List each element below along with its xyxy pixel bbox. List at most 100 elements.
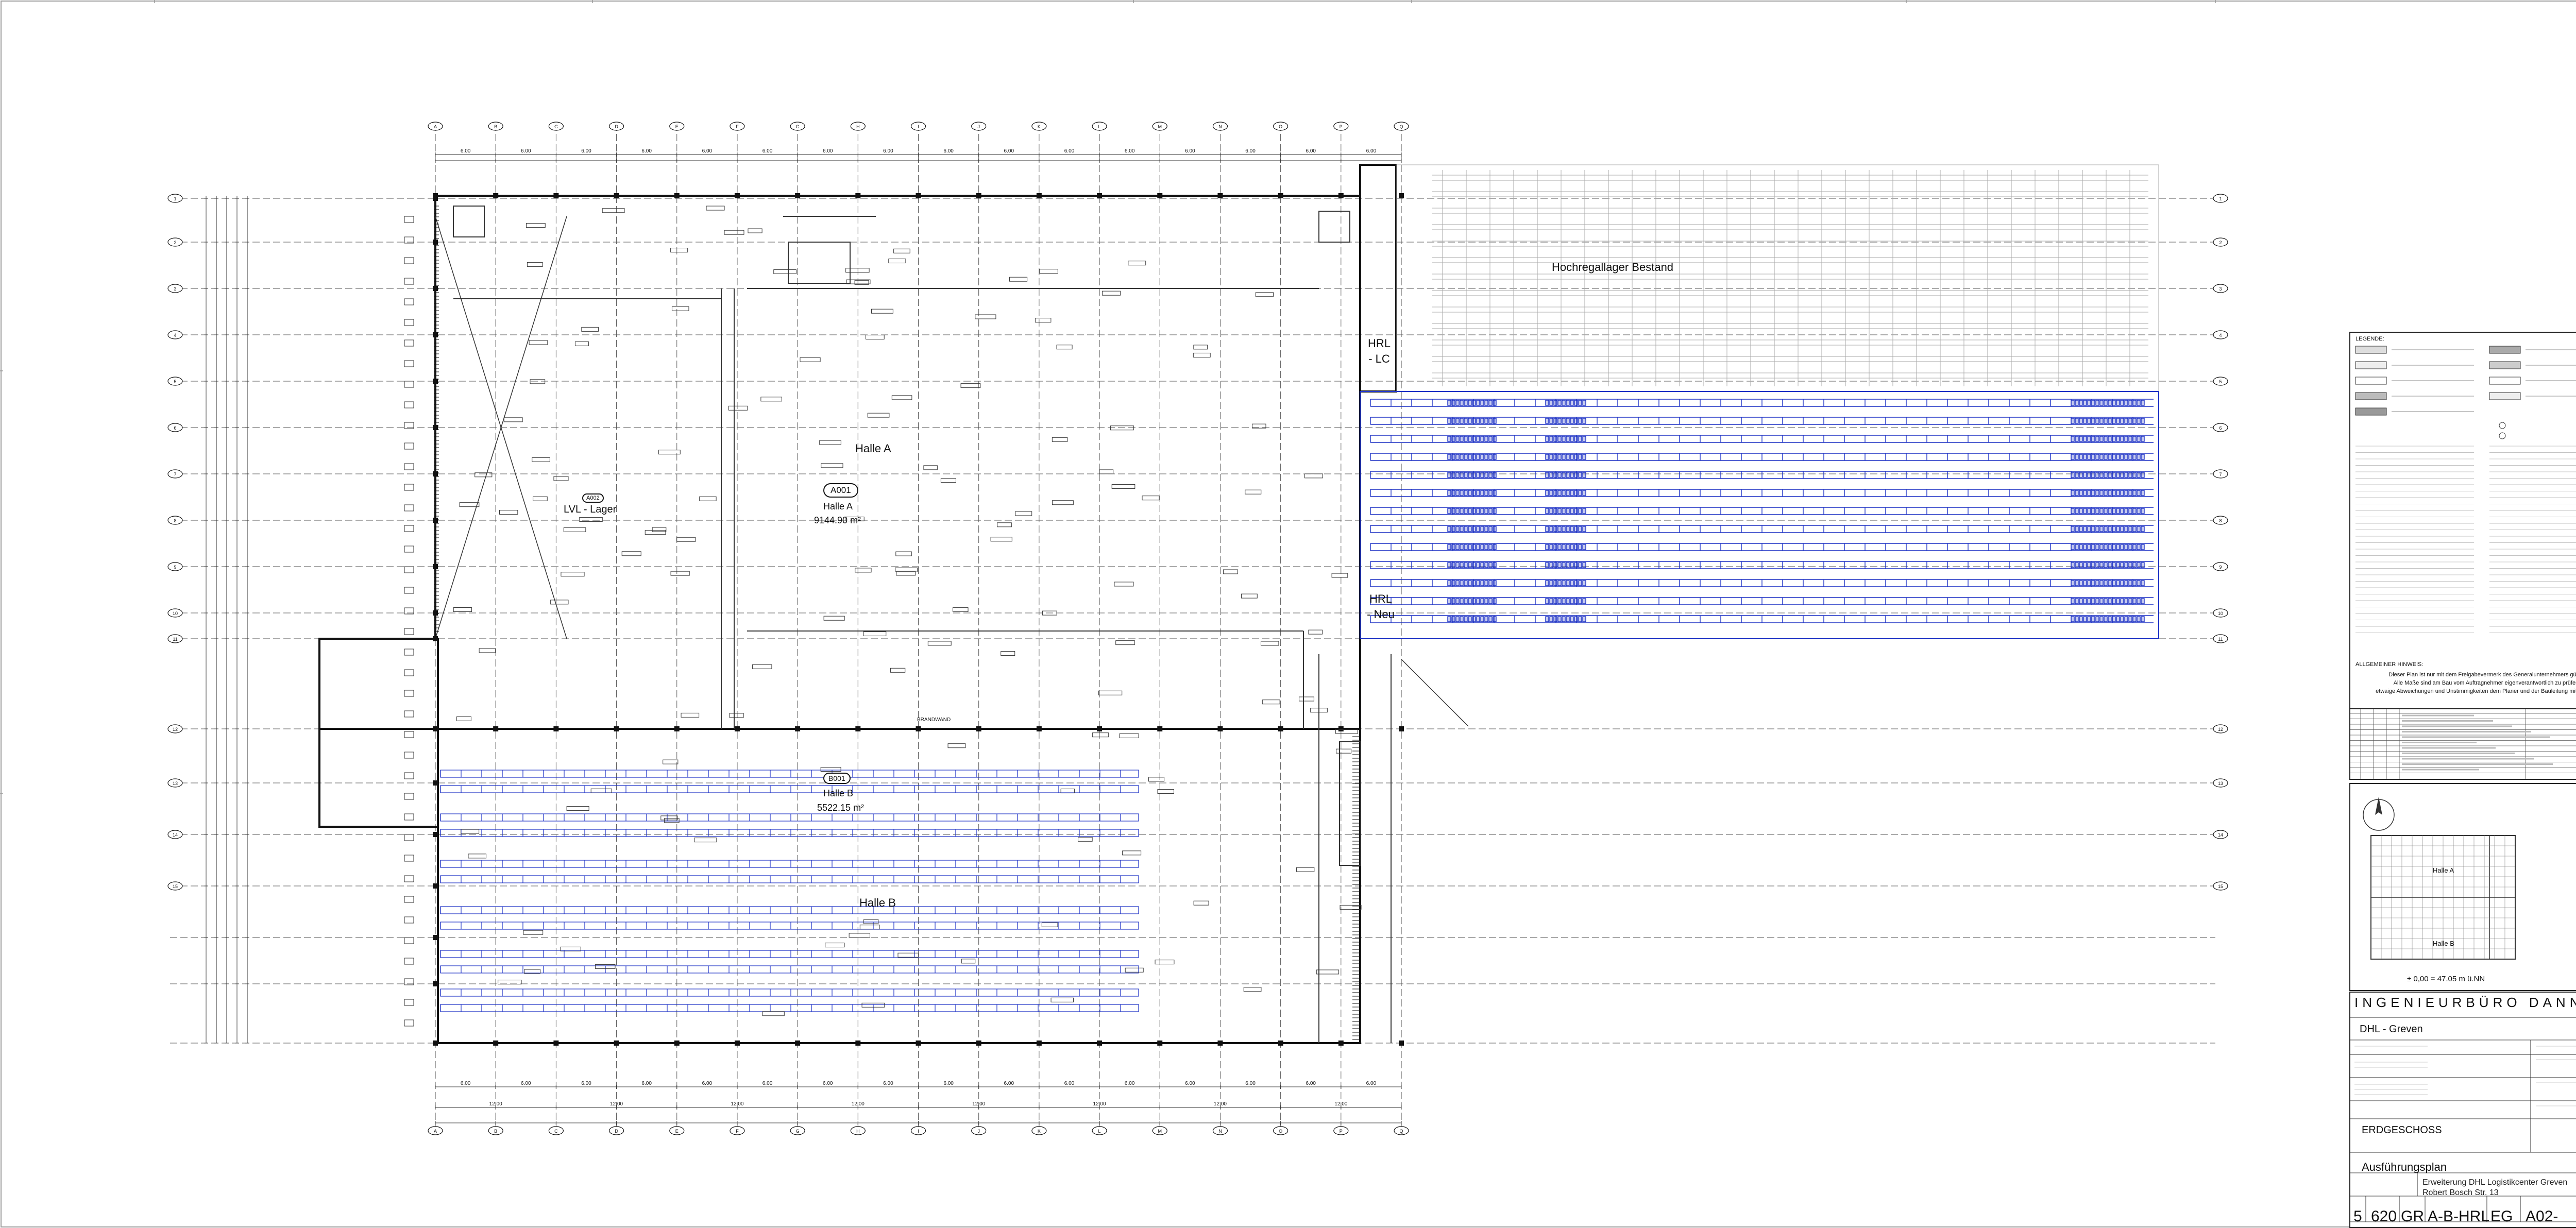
svg-text:I: I [918, 124, 919, 129]
revision-grid [2350, 709, 2576, 779]
svg-text:6.00: 6.00 [883, 1081, 893, 1086]
svg-text:6.00: 6.00 [883, 148, 893, 154]
svg-text:11: 11 [173, 637, 177, 642]
svg-text:D: D [615, 124, 618, 129]
key-plan: Halle A Halle B ± 0,00 = 47.05 m ü.NN [2349, 783, 2576, 991]
hrl-lc-label: HRL - LC [1367, 337, 1391, 365]
svg-text:12.00: 12.00 [610, 1101, 623, 1107]
svg-text:6.00: 6.00 [1306, 1081, 1316, 1086]
svg-text:6.00: 6.00 [1245, 1081, 1256, 1086]
svg-text:B: B [494, 1129, 497, 1134]
svg-text:12.00: 12.00 [852, 1101, 865, 1107]
svg-text:1: 1 [174, 196, 176, 201]
halle-a-name: Halle A [823, 501, 853, 511]
svg-text:A: A [434, 1129, 437, 1134]
svg-text:6.00: 6.00 [581, 1081, 591, 1086]
svg-text:E: E [675, 1129, 679, 1134]
svg-text:10: 10 [2218, 611, 2223, 616]
svg-text:6.00: 6.00 [702, 148, 713, 154]
svg-text:J: J [977, 124, 980, 129]
halle-b-label: Halle B [859, 896, 896, 909]
svg-text:12.00: 12.00 [489, 1101, 502, 1107]
svg-text:6.00: 6.00 [1185, 1081, 1195, 1086]
svg-text:F: F [736, 124, 739, 129]
svg-text:2: 2 [2219, 240, 2222, 245]
svg-text:6.00: 6.00 [641, 148, 652, 154]
svg-text:6.00: 6.00 [1185, 148, 1195, 154]
svg-text:6: 6 [174, 425, 176, 431]
svg-text:4: 4 [2219, 333, 2222, 338]
svg-text:12: 12 [2218, 727, 2223, 732]
svg-text:6.00: 6.00 [461, 1081, 471, 1086]
svg-text:M: M [1158, 124, 1162, 129]
svg-text:6.00: 6.00 [943, 148, 954, 154]
plan-address: Robert Bosch Str. 13 [2422, 1188, 2499, 1197]
svg-text:H: H [856, 1129, 860, 1134]
svg-text:B: B [494, 124, 497, 129]
notes-title: ALLGEMEINER HINWEIS: [2355, 661, 2424, 668]
revision-table [2349, 708, 2576, 780]
svg-text:6: 6 [2219, 425, 2222, 431]
notes-line-2: Alle Maße sind am Bau vom Auftragnehmer … [2393, 680, 2576, 686]
code-building: A-B-HRL [2428, 1208, 2490, 1225]
title-block: INGENIEURBÜRO DANNENBERG [2349, 992, 2576, 1228]
svg-text:6.00: 6.00 [1064, 1081, 1075, 1086]
svg-text:P: P [1340, 1129, 1343, 1134]
svg-text:6.00: 6.00 [1306, 148, 1316, 154]
svg-text:Q: Q [1399, 124, 1403, 129]
svg-text:9: 9 [174, 565, 176, 570]
code-level: EG [2490, 1208, 2513, 1225]
svg-text:F: F [736, 1129, 739, 1134]
svg-text:3: 3 [174, 286, 176, 292]
legend-title: LEGENDE: [2355, 336, 2384, 342]
svg-text:5: 5 [174, 379, 176, 384]
code-gr: GR [2401, 1208, 2424, 1225]
svg-text:6.00: 6.00 [762, 1081, 773, 1086]
svg-text:C: C [554, 124, 558, 129]
keyplan-halle-b: Halle B [2433, 940, 2454, 947]
firm-name: INGENIEURBÜRO DANNENBERG [2354, 995, 2576, 1010]
svg-text:12.00: 12.00 [731, 1101, 743, 1107]
svg-text:G: G [796, 124, 800, 129]
svg-text:2: 2 [174, 240, 176, 245]
notes-line-3: etwaige Abweichungen und Unstimmigkeiten… [2376, 688, 2576, 694]
svg-text:Q: Q [1399, 1129, 1403, 1134]
svg-text:6.00: 6.00 [1366, 148, 1377, 154]
svg-text:14: 14 [2218, 832, 2223, 838]
svg-text:9: 9 [2219, 565, 2222, 570]
notes-line-1: Dieser Plan ist nur mit dem Freigabeverm… [2388, 672, 2576, 678]
svg-text:6.00: 6.00 [461, 148, 471, 154]
svg-text:D: D [615, 1129, 618, 1134]
svg-text:7: 7 [174, 472, 176, 477]
svg-text:11: 11 [2218, 637, 2223, 642]
legend-panel: LEGENDE: [2349, 332, 2576, 669]
svg-text:4: 4 [174, 333, 176, 338]
svg-text:12.00: 12.00 [1214, 1101, 1227, 1107]
svg-text:6.00: 6.00 [762, 148, 773, 154]
svg-text:6.00: 6.00 [702, 1081, 713, 1086]
svg-text:6.00: 6.00 [1004, 148, 1014, 154]
project-name: DHL - Greven [2360, 1024, 2423, 1035]
svg-text:13: 13 [2218, 781, 2223, 786]
svg-text:I: I [918, 1129, 919, 1134]
svg-text:L: L [1098, 124, 1101, 129]
svg-text:H: H [856, 124, 860, 129]
svg-text:P: P [1340, 124, 1343, 129]
svg-text:6.00: 6.00 [581, 148, 591, 154]
hrl-neu-label: HRL - Neu [1367, 592, 1395, 621]
svg-text:K: K [1038, 124, 1041, 129]
svg-text:5: 5 [2219, 379, 2222, 384]
halle-a-tag: A001 [823, 483, 858, 498]
brandwand-label: BRANDWAND [917, 717, 951, 723]
legend-swatches [2355, 346, 2576, 633]
lvl-tag: A002 [582, 493, 604, 503]
title-block-grid [2350, 1017, 2576, 1222]
general-notes: ALLGEMEINER HINWEIS: Dieser Plan ist nur… [2349, 659, 2576, 712]
svg-text:12.00: 12.00 [1334, 1101, 1347, 1107]
halle-b-tag: B001 [823, 773, 851, 784]
halle-a-area: 9144.90 m² [814, 515, 861, 525]
code-sheet: A02- [2526, 1208, 2558, 1225]
svg-text:7: 7 [2219, 472, 2222, 477]
svg-text:J: J [977, 1129, 980, 1134]
svg-text:N: N [1218, 124, 1222, 129]
